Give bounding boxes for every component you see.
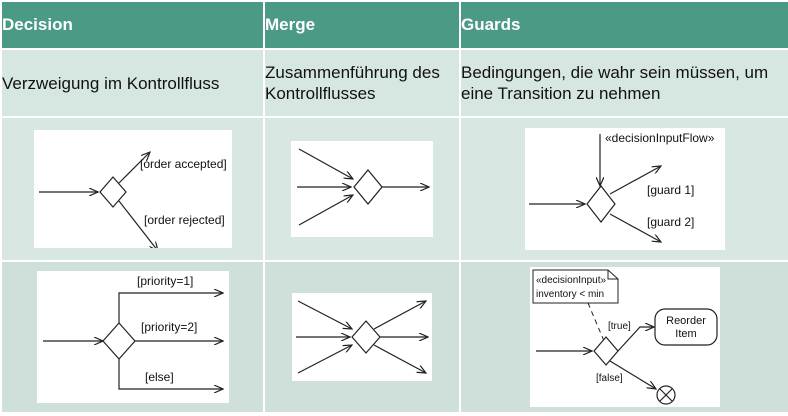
guard-else: [else]	[145, 370, 174, 384]
decision-node	[592, 336, 619, 366]
cell-guards-example-2: «decisionInput» inventory < min Reorder …	[459, 260, 788, 414]
header-guards: Guards	[459, 0, 788, 50]
flow-true	[617, 327, 654, 352]
header-merge: Merge	[263, 0, 461, 50]
guard-order-accepted: [order accepted]	[140, 157, 227, 171]
flow-final-cross-2	[659, 388, 672, 402]
decision-input-flow-label: «decisionInputFlow»	[605, 131, 715, 145]
guard-order-rejected: [order rejected]	[144, 213, 225, 227]
flow-priority-1	[117, 293, 223, 323]
note-stereotype: «decisionInput»	[536, 275, 606, 286]
outgoing-flow-bottom	[118, 200, 158, 248]
incoming-flow-1	[298, 148, 353, 179]
action-label-line-2: Item	[675, 328, 696, 340]
decision-diagram-2: [priority=1] [priority=2] [else]	[36, 271, 229, 403]
note-anchor	[587, 302, 604, 342]
decision-node	[101, 322, 136, 360]
guard-false-label: [false]	[596, 373, 623, 384]
incoming-flow-1	[297, 300, 352, 329]
decision-diagram-1: [order accepted] [order rejected]	[33, 130, 232, 248]
guard-1-label: [guard 1]	[647, 183, 694, 197]
cell-merge-example-1	[263, 116, 461, 262]
guard-priority-1: [priority=1]	[137, 274, 193, 288]
note-fold	[607, 270, 618, 280]
cell-decision-example-1: [order accepted] [order rejected]	[0, 116, 265, 262]
note-condition: inventory < min	[536, 289, 604, 300]
description-merge: Zusammenführung des Kontrollflusses	[263, 48, 461, 118]
incoming-flow-3	[297, 345, 352, 374]
outgoing-flow-1	[373, 301, 426, 330]
outgoing-flow-top	[118, 152, 150, 184]
outgoing-flow-3	[373, 344, 426, 373]
cell-decision-example-2: [priority=1] [priority=2] [else]	[0, 260, 265, 414]
merge-diagram-2	[292, 293, 432, 381]
guard-true-label: [true]	[608, 321, 631, 332]
decision-node	[585, 185, 616, 223]
guard-priority-2: [priority=2]	[141, 320, 197, 334]
action-label-line-1: Reorder	[666, 315, 706, 327]
merge-diagram-1	[291, 141, 433, 237]
outgoing-flow-guard-1	[609, 166, 661, 195]
guards-diagram-2: «decisionInput» inventory < min Reorder …	[529, 267, 720, 407]
description-guards: Bedingungen, die wahr sein müssen, um ei…	[459, 48, 788, 118]
outgoing-flow-guard-2	[609, 213, 661, 242]
flow-else	[117, 359, 223, 389]
merge-node	[353, 169, 383, 205]
description-decision: Verzweigung im Kontrollfluss	[0, 48, 265, 118]
incoming-flow-3	[298, 195, 353, 226]
reorder-item-action	[653, 308, 718, 346]
cell-merge-example-2	[263, 260, 461, 414]
merge-decision-node	[351, 320, 381, 354]
flow-false	[609, 360, 656, 389]
decision-node	[98, 176, 127, 208]
guard-2-label: [guard 2]	[647, 215, 694, 229]
header-decision: Decision	[0, 0, 265, 50]
decision-input-note	[532, 269, 618, 304]
guards-diagram-1: «decisionInputFlow» [guard 1] [guard 2]	[524, 128, 725, 250]
cell-guards-example-1: «decisionInputFlow» [guard 1] [guard 2]	[459, 116, 788, 262]
